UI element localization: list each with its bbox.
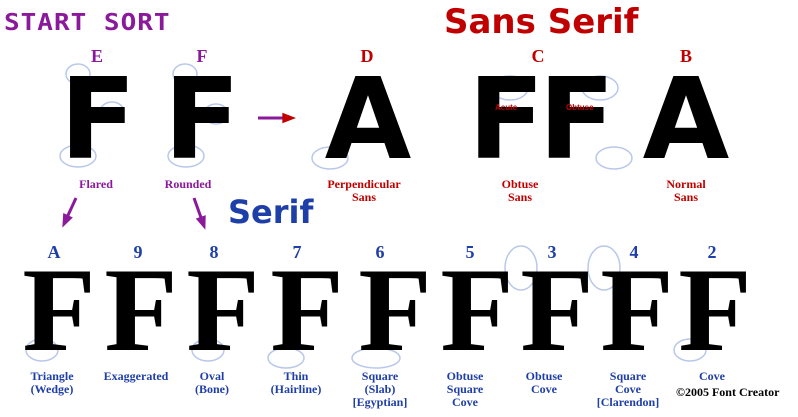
terminal-highlight-ellipse (504, 245, 538, 291)
terminal-highlight-ellipse (25, 338, 59, 362)
code-8: 8 (209, 242, 219, 262)
label-perpendicular-sans: Perpendicular Sans (327, 177, 401, 204)
terminal-highlight-ellipse (203, 103, 229, 125)
arrow-flared-to-triangle-head (62, 213, 73, 228)
terminal-highlight-ellipse (587, 245, 621, 291)
code-5: 5 (465, 242, 475, 262)
glyph-triangle-wedge: F (22, 243, 96, 376)
glyph-square-slab: F (358, 243, 432, 376)
label-exaggerated: Exaggerated (103, 369, 169, 383)
label-obtuse-cove: Obtuse Cove (525, 369, 563, 396)
note-acute: Acute (495, 103, 518, 112)
terminal-highlight-ellipse (59, 144, 97, 168)
code-d: D (360, 46, 374, 66)
terminal-highlight-ellipse (65, 63, 91, 85)
label-flared: Flared (79, 177, 113, 191)
label-obtuse-sans: Obtuse Sans (501, 177, 539, 204)
glyph-obtuse-sans: FF (468, 55, 615, 185)
code-c: C (531, 46, 545, 66)
start-sort-title: START SORT (4, 9, 171, 37)
terminal-highlight-ellipse (673, 338, 707, 362)
glyph-thin-hairline: F (270, 243, 344, 376)
glyph-square-cove-clarendon: F (600, 243, 674, 376)
code-3: 3 (547, 242, 557, 262)
label-square-cove-clarendon: Square Cove [Clarendon] (596, 369, 660, 409)
label-obtuse-square-cove: Obtuse Square Cove (446, 369, 484, 409)
label-square-slab: Square (Slab) [Egyptian] (352, 369, 408, 409)
glyph-obtuse-square-cove: F (440, 243, 514, 376)
code-b: B (679, 46, 692, 66)
glyph-obtuse-cove: F (520, 243, 594, 376)
glyph-rounded: F (163, 55, 241, 185)
label-cove: Cove (699, 369, 725, 383)
glyph-normal-sans: A (642, 55, 730, 185)
terminal-highlight-ellipse (191, 338, 225, 362)
glyph-flared: F (59, 55, 137, 185)
terminal-highlight-ellipse (267, 347, 305, 369)
code-a: A (47, 242, 61, 262)
label-triangle-wedge: Triangle (Wedge) (30, 369, 74, 396)
copyright: ©2005 Font Creator (676, 385, 780, 399)
code-7: 7 (292, 242, 302, 262)
sans-serif-title: Sans Serif (444, 2, 639, 42)
code-f: F (196, 46, 208, 66)
arrow-rounded-to-oval-head (195, 215, 206, 230)
label-normal-sans: Normal Sans (666, 177, 706, 204)
terminal-highlight-ellipse (311, 146, 349, 170)
code-2: 2 (707, 242, 717, 262)
label-oval-bone: Oval (Bone) (195, 369, 229, 396)
terminal-highlight-ellipse (581, 75, 619, 101)
code-e: E (90, 46, 103, 66)
terminal-highlight-ellipse (351, 347, 401, 369)
glyph-cove: F (678, 243, 752, 376)
terminal-highlight-ellipse (595, 146, 633, 170)
glyph-oval-bone: F (186, 243, 260, 376)
code-9: 9 (133, 242, 143, 262)
serif-title: Serif (228, 193, 314, 231)
label-thin-hairline: Thin (Hairline) (270, 369, 322, 396)
terminal-highlight-ellipse (99, 101, 125, 123)
terminal-highlight-ellipse (172, 63, 198, 85)
arrow-to-sans-head (282, 112, 296, 124)
code-4: 4 (629, 242, 639, 262)
label-rounded: Rounded (164, 177, 212, 191)
terminal-highlight-ellipse (167, 144, 205, 168)
glyph-perpendicular-sans: A (324, 55, 412, 185)
terminal-highlight-ellipse (491, 75, 529, 101)
note-obtuse: Obtuse (566, 103, 594, 112)
code-6: 6 (375, 242, 385, 262)
glyph-exaggerated: F (104, 243, 178, 376)
